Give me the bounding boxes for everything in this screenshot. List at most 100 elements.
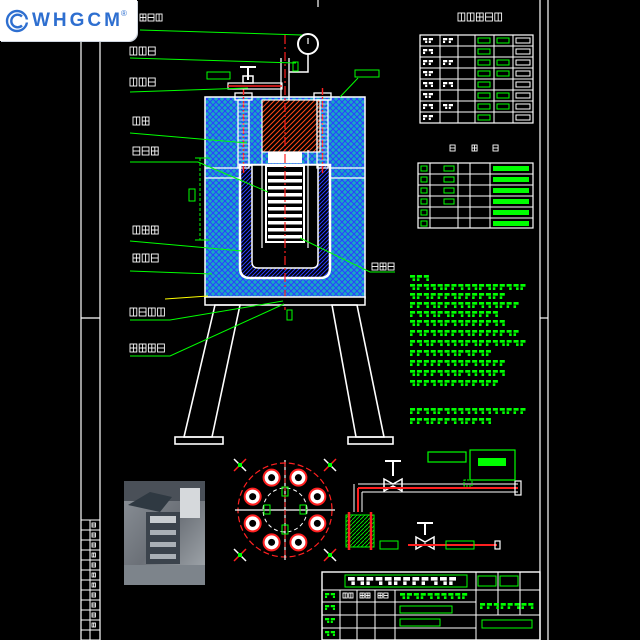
cad-glyph [479, 408, 485, 411]
cad-glyph [400, 593, 406, 596]
callout-leaders [129, 29, 395, 357]
cad-glyph [357, 577, 364, 581]
cad-glyph [423, 383, 427, 386]
cad-glyph-run [410, 418, 491, 424]
cad-glyph [488, 373, 491, 376]
height-dimension [188, 157, 210, 241]
cad-glyph [467, 305, 471, 308]
cad-glyph-run [342, 592, 354, 599]
support-leg-left [182, 304, 241, 438]
cad-glyph [479, 330, 485, 333]
cad-glyph [330, 618, 335, 621]
cad-glyph [492, 363, 496, 366]
cad-glyph [499, 333, 503, 336]
cad-glyph [474, 373, 478, 376]
cad-glyph [434, 581, 438, 585]
top-fittings [227, 33, 319, 100]
cad-glyph [492, 284, 498, 287]
cad-glyph [481, 383, 485, 386]
cad-glyph [433, 411, 436, 414]
spec-cell-value [493, 210, 529, 215]
cad-glyph [492, 311, 498, 314]
cad-glyph [465, 302, 471, 305]
cad-glyph [402, 596, 406, 599]
cad-glyph [416, 330, 422, 333]
cad-glyph-run [91, 602, 96, 608]
cad-glyph [416, 421, 420, 424]
cad-glyph [444, 408, 450, 411]
cad-glyph [443, 62, 446, 65]
title-block-border [321, 571, 541, 640]
cad-glyph [430, 340, 436, 343]
cad-glyph [325, 593, 330, 596]
cad-glyph [507, 606, 511, 609]
cad-glyph [509, 333, 512, 336]
cad-glyph [394, 581, 398, 585]
cad-glyph [410, 302, 416, 305]
cad-glyph [460, 333, 464, 336]
cad-glyph [502, 323, 505, 326]
cad-glyph-run [91, 572, 96, 578]
cad-glyph [430, 380, 436, 383]
cad-glyph [410, 421, 413, 424]
cad-glyph [416, 596, 419, 599]
cad-glyph [465, 323, 468, 326]
cad-glyph [448, 593, 454, 596]
cad-glyph [423, 340, 429, 343]
cad-glyph [520, 284, 526, 287]
drain-valve-body [383, 477, 403, 493]
cad-glyph [410, 363, 413, 366]
cad-glyph [443, 82, 448, 85]
cad-glyph-run [91, 522, 96, 528]
spec-cell-tag [443, 187, 455, 194]
cad-glyph [412, 373, 416, 376]
cad-glyph [458, 284, 464, 287]
cad-glyph [430, 84, 433, 87]
cad-glyph [465, 380, 471, 383]
cad-glyph [423, 320, 429, 323]
cad-glyph [423, 71, 428, 74]
cad-glyph [458, 373, 461, 376]
cad-glyph [448, 38, 453, 41]
cad-glyph [509, 287, 512, 290]
cad-glyph [444, 333, 448, 336]
cad-glyph [423, 418, 429, 421]
centerline-tag [286, 309, 293, 321]
sample-callout-right [445, 540, 475, 550]
cad-glyph [458, 360, 464, 363]
cad-glyph [502, 411, 505, 414]
cad-glyph [496, 606, 499, 609]
cad-glyph [472, 323, 475, 326]
cad-glyph [472, 418, 478, 421]
cad-glyph [440, 333, 443, 336]
cad-glyph [444, 293, 450, 296]
cad-glyph [460, 305, 464, 308]
cad-glyph [472, 340, 478, 343]
brand-logo: WHGCM ® [0, 0, 137, 41]
flange-corner-tag [328, 463, 332, 467]
cad-glyph [428, 95, 431, 98]
cad-glyph-run [91, 622, 96, 628]
cad-glyph [467, 411, 471, 414]
cad-glyph [427, 593, 433, 596]
cad-glyph [502, 343, 505, 346]
cad-glyph [450, 596, 454, 599]
cad-glyph [440, 343, 443, 346]
cad-glyph [492, 373, 496, 376]
cad-glyph-run [423, 71, 433, 76]
cad-glyph [492, 370, 498, 373]
cad-glyph [444, 320, 450, 323]
parts-table-cell-tag [477, 92, 491, 99]
callout-labels [129, 12, 503, 353]
cad-glyph-run [132, 116, 150, 126]
cad-glyph [465, 340, 471, 343]
cad-glyph [460, 383, 464, 386]
cad-glyph [495, 343, 498, 346]
cad-glyph-run [410, 275, 429, 281]
cad-glyph-run [410, 340, 526, 346]
cad-glyph [485, 383, 489, 386]
cad-glyph [430, 343, 434, 346]
cad-glyph [416, 293, 422, 296]
cad-glyph [458, 350, 464, 353]
cad-glyph [460, 421, 464, 424]
